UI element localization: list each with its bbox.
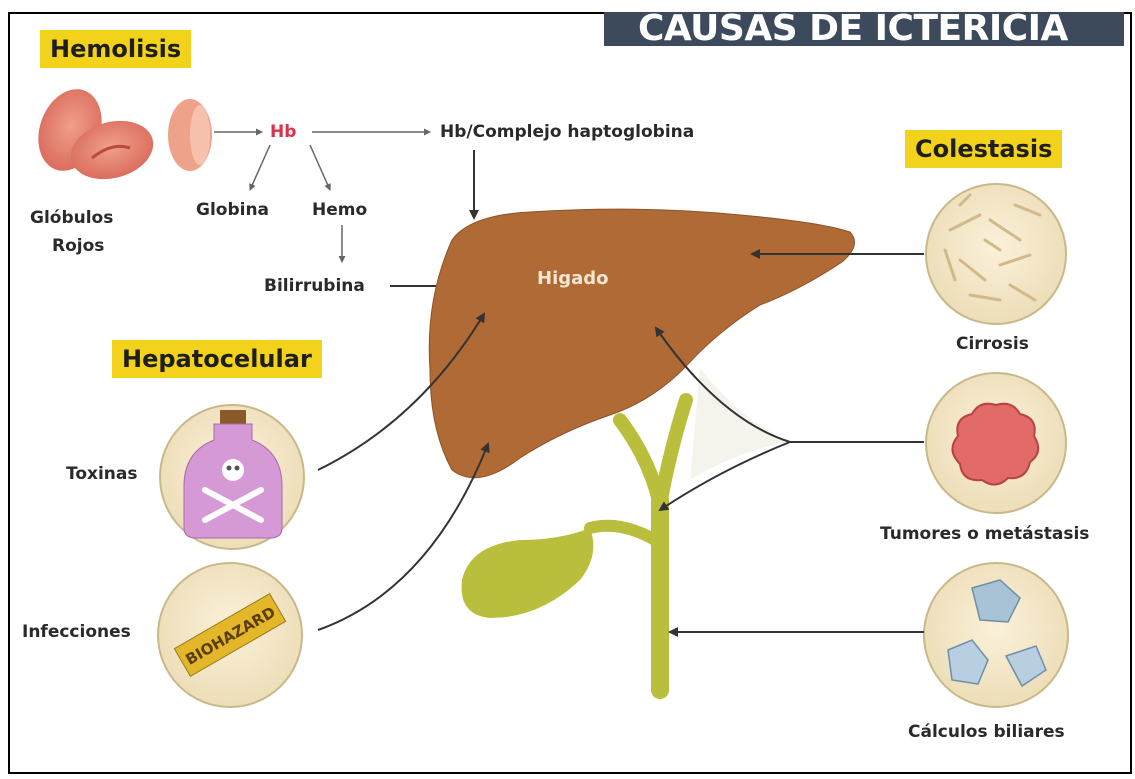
label-calculos: Cálculos biliares	[908, 722, 1065, 742]
label-bilirrubina: Bilirrubina	[264, 276, 365, 296]
label-complejo-haptoglobina: Hb/Complejo haptoglobina	[440, 122, 694, 142]
label-hb: Hb	[270, 122, 296, 142]
label-globina: Globina	[196, 200, 269, 220]
gallstones-circle	[924, 563, 1068, 707]
label-rojos: Rojos	[52, 236, 104, 256]
label-hemo: Hemo	[312, 200, 367, 220]
category-hepatocelular: Hepatocelular	[112, 340, 322, 378]
liver-shape	[429, 209, 854, 478]
red-blood-cells-icon	[27, 80, 212, 188]
label-cirrosis: Cirrosis	[956, 334, 1029, 354]
page-title: CAUSAS DE ICTERICIA	[604, 12, 1124, 46]
gallbladder-shape	[462, 528, 594, 618]
label-toxinas: Toxinas	[66, 464, 138, 484]
tumor-circle	[926, 373, 1066, 513]
cirrhosis-circle	[926, 184, 1066, 324]
category-hemolisis: Hemolisis	[40, 30, 191, 68]
toxins-circle	[160, 405, 304, 549]
label-infecciones: Infecciones	[22, 622, 131, 642]
label-higado: Higado	[537, 268, 609, 289]
bile-duct	[590, 400, 686, 690]
label-globulos: Glóbulos	[30, 208, 113, 228]
biohazard-circle: BIOHAZARD	[158, 563, 302, 707]
label-tumores: Tumores o metástasis	[880, 524, 1089, 544]
category-colestasis: Colestasis	[905, 130, 1062, 168]
